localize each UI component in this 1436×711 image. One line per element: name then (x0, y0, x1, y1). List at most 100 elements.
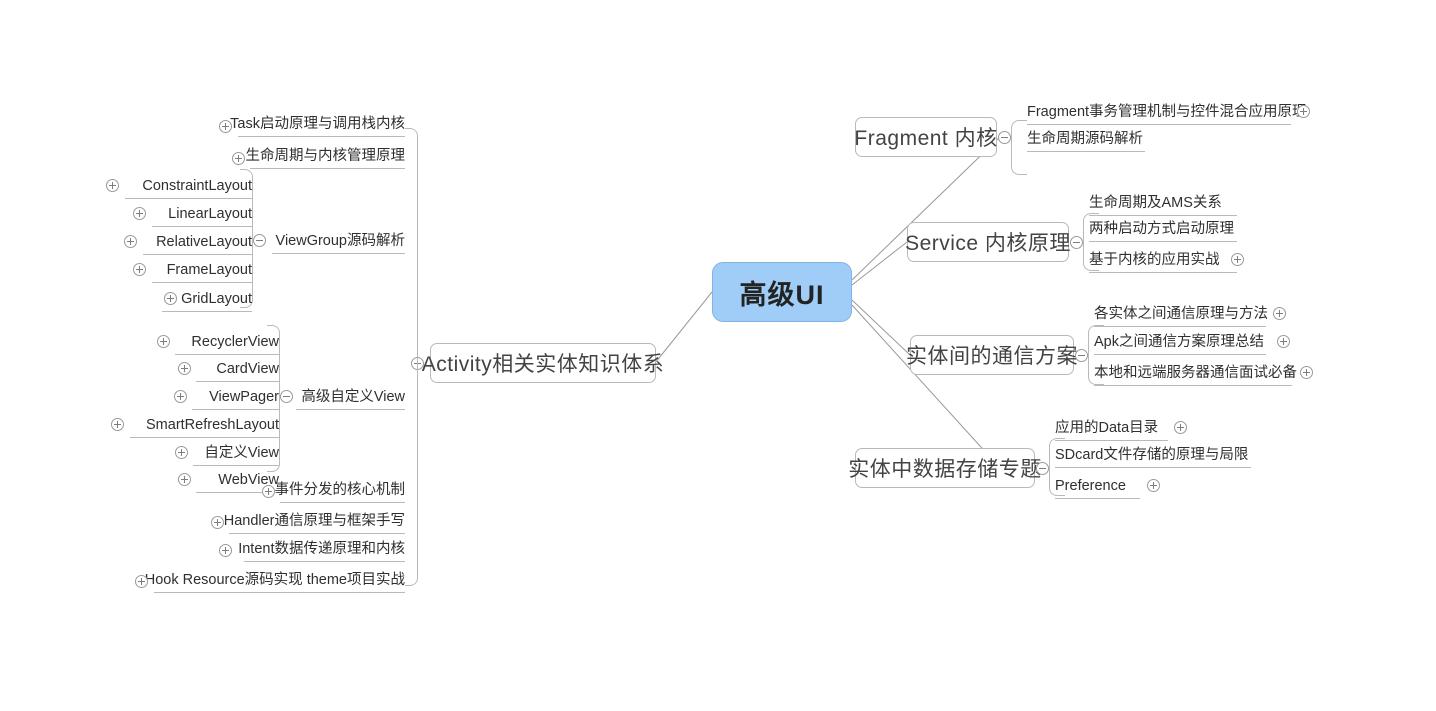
toggle-leaf-viewgroup-0[interactable] (106, 179, 119, 192)
leaf-activity-0[interactable]: Task启动原理与调用栈内核 (230, 113, 405, 137)
bracket-service (1083, 213, 1099, 271)
toggle-leaf-storage-2[interactable] (1147, 479, 1160, 492)
branch-storage[interactable]: 实体中数据存储专题 (848, 448, 1041, 488)
leaf-label: 生命周期源码解析 (1027, 131, 1143, 147)
leaf-customview-0[interactable]: RecyclerView (175, 331, 279, 355)
toggle-leaf-communication-2[interactable] (1300, 366, 1313, 379)
toggle-customview[interactable] (280, 390, 293, 403)
leaf-label: SmartRefreshLayout (146, 417, 279, 433)
leaf-fragment-0[interactable]: Fragment事务管理机制与控件混合应用原理 (1027, 101, 1307, 125)
toggle-leaf-activity-0[interactable] (219, 120, 232, 133)
leaf-label: 各实体之间通信原理与方法 (1094, 306, 1268, 322)
toggle-leaf-customview-5[interactable] (178, 473, 191, 486)
leaf-label: CardView (216, 361, 279, 377)
toggle-leaf-viewgroup-2[interactable] (124, 235, 137, 248)
leaf-service-1[interactable]: 两种启动方式启动原理 (1089, 218, 1237, 242)
leaf-label: 应用的Data目录 (1055, 420, 1159, 436)
leaf-label: RelativeLayout (156, 234, 252, 250)
toggle-service[interactable] (1070, 236, 1083, 249)
branch-activity[interactable]: Activity相关实体知识体系 (422, 343, 664, 383)
toggle-leaf-viewgroup-4[interactable] (164, 292, 177, 305)
leaf-customview-1[interactable]: CardView (196, 358, 279, 382)
leaf-activity-7[interactable]: Hook Resource源码实现 theme项目实战 (145, 569, 405, 593)
leaf-storage-2[interactable]: Preference (1055, 475, 1140, 499)
leaf-customview-5[interactable]: WebView (196, 469, 279, 493)
toggle-leaf-storage-0[interactable] (1174, 421, 1187, 434)
leaf-activity-viewgroup[interactable]: ViewGroup源码解析 (272, 230, 405, 254)
toggle-viewgroup[interactable] (253, 234, 266, 247)
leaf-label: Intent数据传递原理和内核 (238, 541, 405, 557)
leaf-activity-customview[interactable]: 高级自定义View (296, 386, 405, 410)
leaf-label: 两种启动方式启动原理 (1089, 221, 1234, 237)
toggle-leaf-activity-5[interactable] (211, 516, 224, 529)
toggle-leaf-service-2[interactable] (1231, 253, 1244, 266)
leaf-activity-4[interactable]: 事件分发的核心机制 (275, 479, 405, 503)
leaf-label: 基于内核的应用实战 (1089, 252, 1220, 268)
leaf-label: ViewGroup源码解析 (275, 233, 405, 249)
toggle-leaf-fragment-0[interactable] (1297, 105, 1310, 118)
leaf-label: RecyclerView (191, 334, 279, 350)
leaf-communication-2[interactable]: 本地和远端服务器通信面试必备 (1094, 362, 1297, 386)
toggle-communication[interactable] (1075, 349, 1088, 362)
bracket-activity (405, 128, 418, 586)
toggle-storage[interactable] (1036, 462, 1049, 475)
leaf-service-0[interactable]: 生命周期及AMS关系 (1089, 192, 1237, 216)
leaf-storage-0[interactable]: 应用的Data目录 (1055, 417, 1168, 441)
toggle-leaf-activity-6[interactable] (219, 544, 232, 557)
leaf-customview-3[interactable]: SmartRefreshLayout (130, 414, 279, 438)
leaf-label: 本地和远端服务器通信面试必备 (1094, 365, 1297, 381)
edge-root-storage (851, 304, 1001, 469)
branch-service[interactable]: Service 内核原理 (905, 222, 1070, 262)
leaf-storage-1[interactable]: SDcard文件存储的原理与局限 (1055, 444, 1251, 468)
leaf-label: 高级自定义View (301, 389, 405, 405)
leaf-viewgroup-0[interactable]: ConstraintLayout (125, 175, 252, 199)
leaf-label: 生命周期及AMS关系 (1089, 195, 1222, 211)
toggle-leaf-communication-0[interactable] (1273, 307, 1286, 320)
toggle-leaf-activity-7[interactable] (135, 575, 148, 588)
branch-storage-label: 实体中数据存储专题 (848, 458, 1042, 481)
leaf-activity-5[interactable]: Handler通信原理与框架手写 (224, 510, 405, 534)
leaf-label: Hook Resource源码实现 theme项目实战 (144, 572, 405, 588)
root-label: 高级UI (739, 279, 825, 310)
bracket-customview (267, 325, 280, 472)
leaf-label: 事件分发的核心机制 (274, 482, 406, 498)
root-node[interactable]: 高级UI (712, 262, 852, 322)
leaf-label: WebView (218, 472, 279, 488)
leaf-label: Task启动原理与调用栈内核 (230, 116, 405, 132)
leaf-fragment-1[interactable]: 生命周期源码解析 (1027, 128, 1145, 152)
toggle-leaf-customview-2[interactable] (174, 390, 187, 403)
toggle-leaf-viewgroup-3[interactable] (133, 263, 146, 276)
leaf-activity-1[interactable]: 生命周期与内核管理原理 (246, 145, 405, 169)
leaf-service-2[interactable]: 基于内核的应用实战 (1089, 249, 1237, 273)
toggle-leaf-viewgroup-1[interactable] (133, 207, 146, 220)
branch-communication[interactable]: 实体间的通信方案 (906, 335, 1078, 375)
edge-root-communication (851, 299, 911, 356)
leaf-viewgroup-4[interactable]: GridLayout (162, 288, 252, 312)
leaf-viewgroup-2[interactable]: RelativeLayout (143, 231, 252, 255)
toggle-fragment[interactable] (998, 131, 1011, 144)
leaf-activity-6[interactable]: Intent数据传递原理和内核 (238, 538, 405, 562)
edge-root-service (851, 241, 908, 286)
leaf-customview-2[interactable]: ViewPager (192, 386, 279, 410)
leaf-communication-0[interactable]: 各实体之间通信原理与方法 (1094, 303, 1268, 327)
bracket-communication (1088, 325, 1104, 385)
toggle-leaf-activity-1[interactable] (232, 152, 245, 165)
leaf-viewgroup-1[interactable]: LinearLayout (152, 203, 252, 227)
leaf-label: Fragment事务管理机制与控件混合应用原理 (1027, 104, 1307, 120)
branch-fragment[interactable]: Fragment 内核 (854, 117, 997, 157)
toggle-leaf-customview-0[interactable] (157, 335, 170, 348)
leaf-communication-1[interactable]: Apk之间通信方案原理总结 (1094, 331, 1266, 355)
toggle-leaf-customview-4[interactable] (175, 446, 188, 459)
leaf-viewgroup-3[interactable]: FrameLayout (152, 259, 252, 283)
bracket-fragment (1011, 120, 1027, 175)
leaf-label: 生命周期与内核管理原理 (245, 148, 406, 164)
toggle-leaf-customview-1[interactable] (178, 362, 191, 375)
leaf-label: ConstraintLayout (142, 178, 252, 194)
leaf-customview-4[interactable]: 自定义View (193, 442, 279, 466)
toggle-leaf-communication-1[interactable] (1277, 335, 1290, 348)
branch-communication-label: 实体间的通信方案 (906, 345, 1078, 368)
toggle-leaf-activity-4[interactable] (262, 485, 275, 498)
leaf-label: FrameLayout (166, 262, 252, 278)
toggle-leaf-customview-3[interactable] (111, 418, 124, 431)
